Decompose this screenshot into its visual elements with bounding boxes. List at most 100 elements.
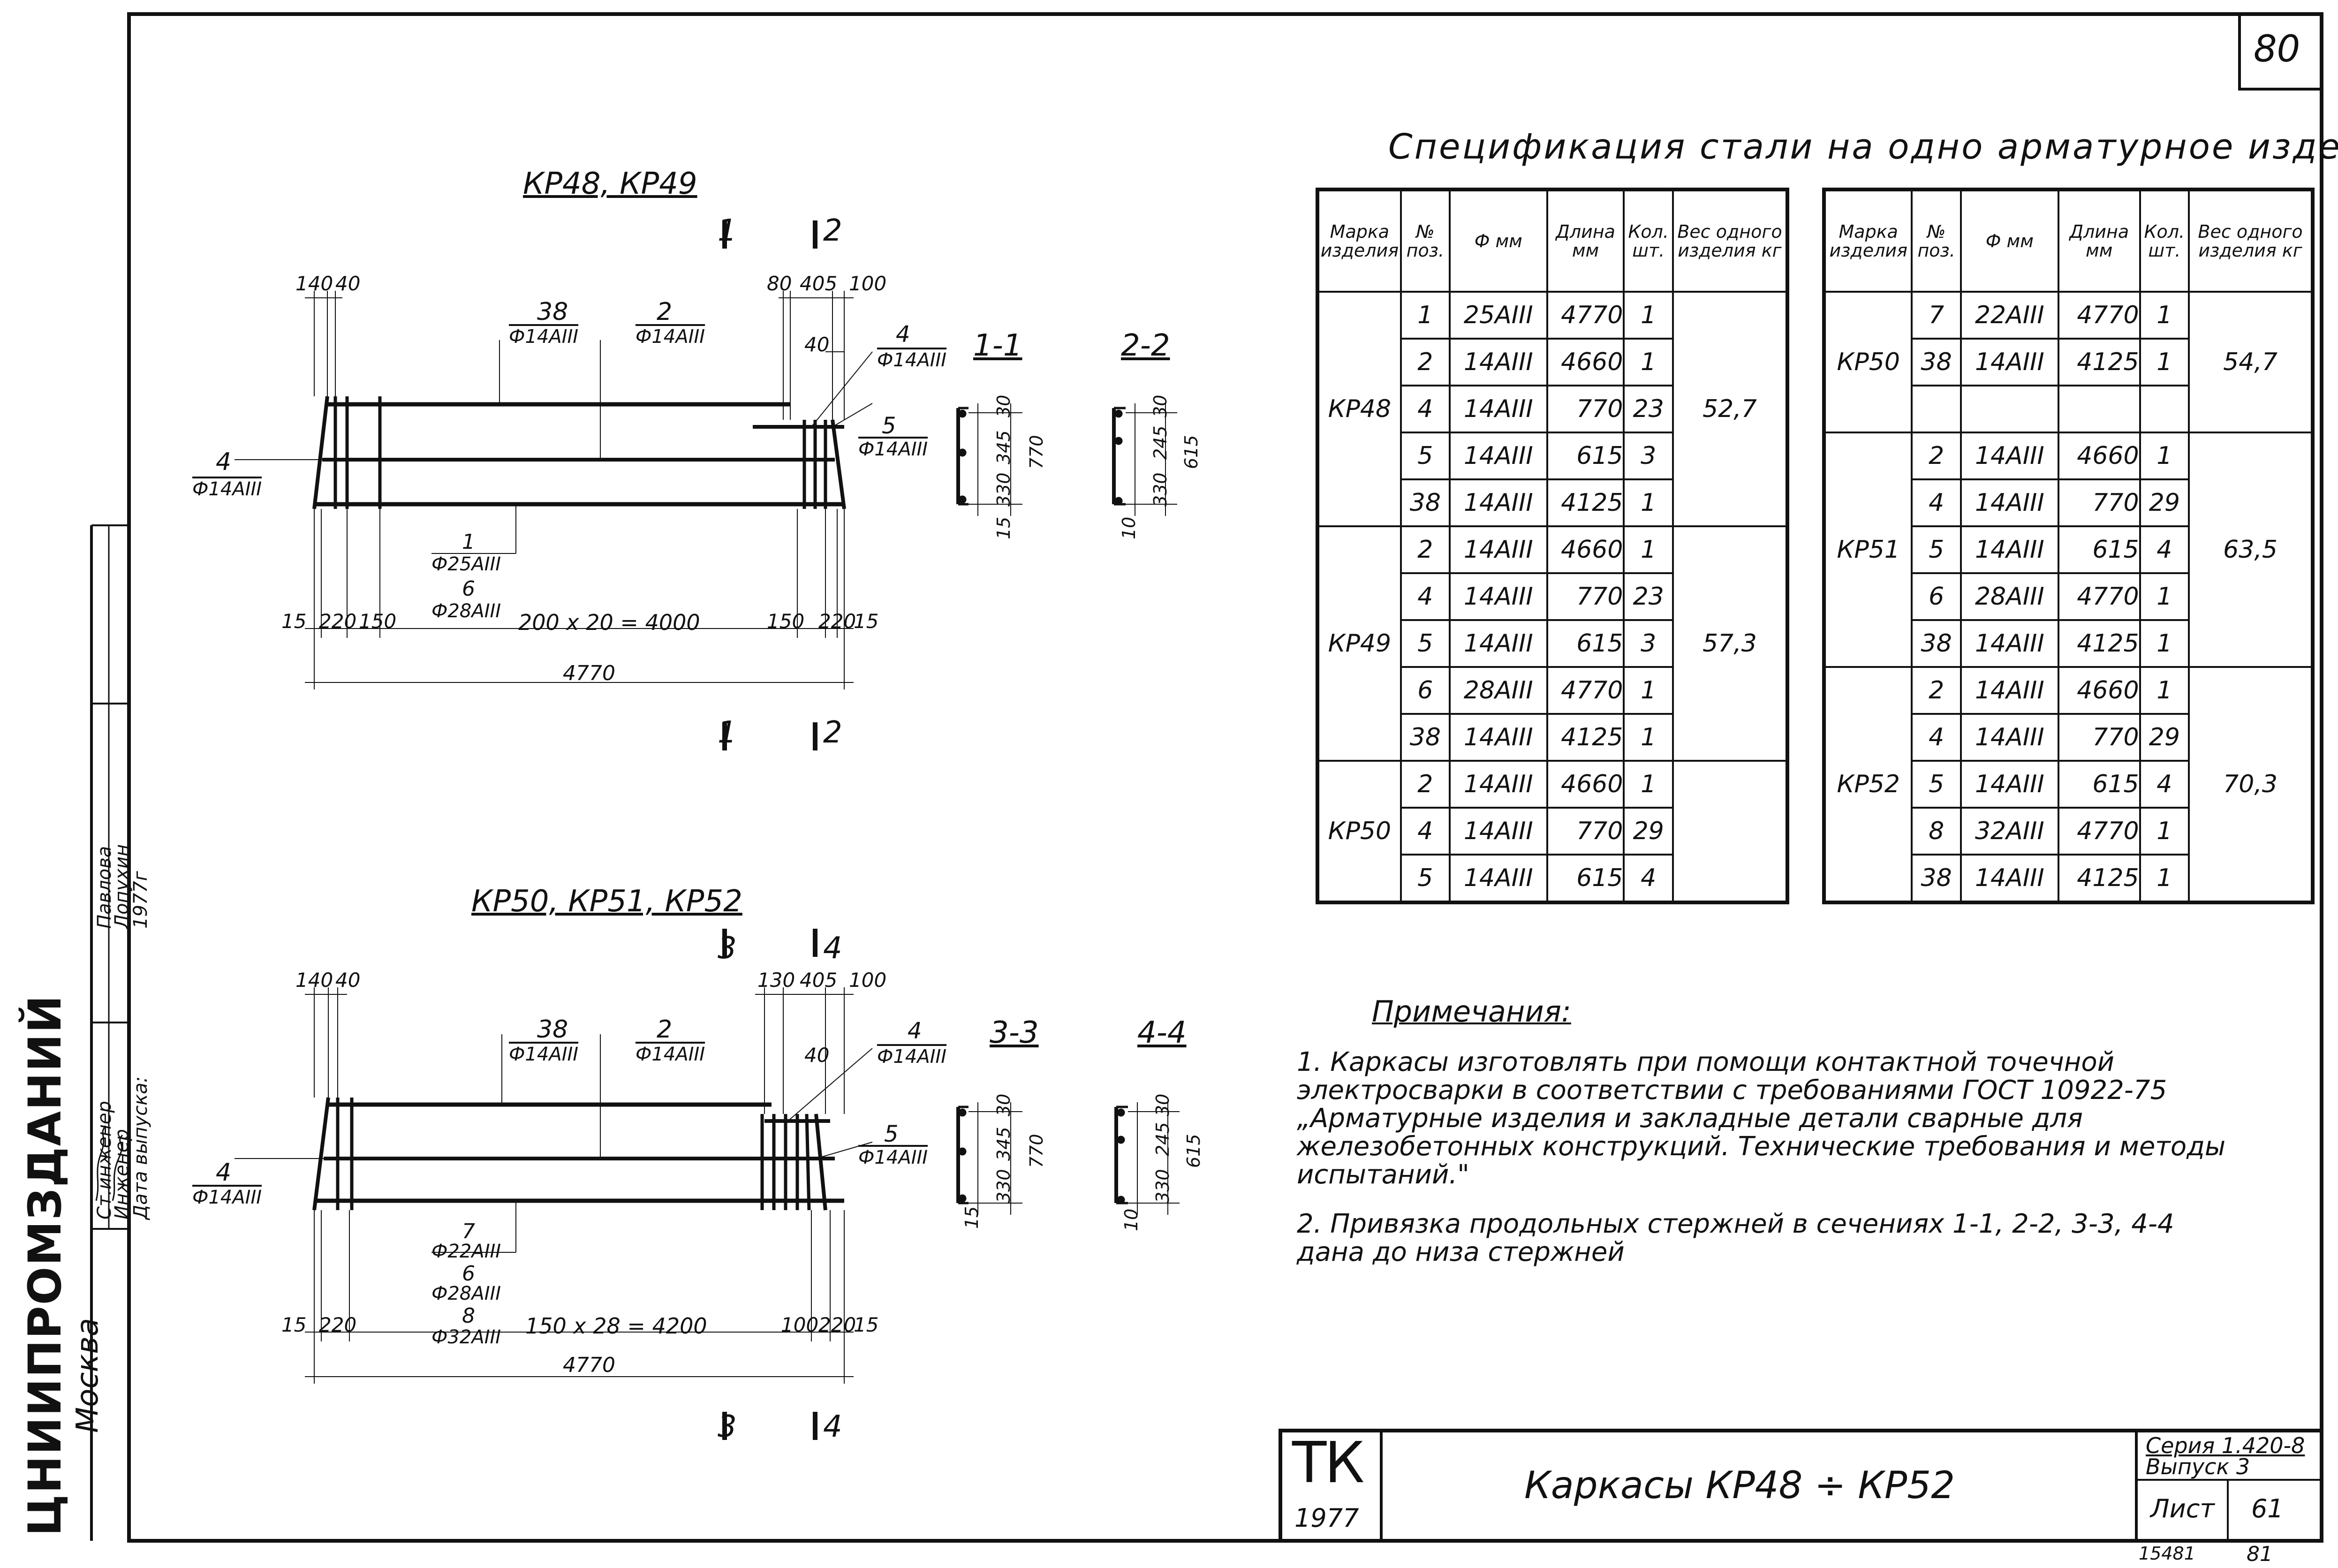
spec-length-cell: 4660 xyxy=(1546,525,1625,574)
spec-table-left: Марка изделия № поз. Ф мм Длина мм Кол. … xyxy=(1316,188,1789,904)
callout-38-dia-b: Ф14АIII xyxy=(509,1044,579,1065)
dim-100-b: 100 xyxy=(849,969,887,992)
section-4-4-dim-10: 10 xyxy=(1121,1208,1142,1231)
section-1-1-dim-30: 30 xyxy=(993,394,1014,417)
stamp-issue: Выпуск 3 xyxy=(2146,1454,2250,1479)
dim-405: 405 xyxy=(800,272,838,295)
spec-qty-cell: 1 xyxy=(1623,666,1674,715)
spec-length-cell: 615 xyxy=(1546,619,1625,668)
callout-4-right-b: 4 xyxy=(908,1018,922,1044)
spec-qty-cell: 1 xyxy=(1623,525,1674,574)
section-3-3-dim-770: 770 xyxy=(1026,1134,1047,1168)
callout-4-left-dia-b: Ф14АIII xyxy=(192,1187,262,1208)
spec-qty-cell: 4 xyxy=(2139,760,2190,809)
spec-pos-cell: 2 xyxy=(1911,432,1962,480)
spec-diameter-cell: 14АIII xyxy=(1960,478,2059,527)
dim-bottom-15: 15 xyxy=(281,610,307,633)
spec-qty-cell: 1 xyxy=(2139,619,2190,668)
header-mark: Марка изделия xyxy=(1317,189,1402,293)
header-weight: Вес одного изделия кг xyxy=(1672,189,1789,293)
spec-diameter-cell: 14АIII xyxy=(1960,666,2059,715)
section-4-4-dim-245: 245 xyxy=(1152,1122,1173,1156)
dim-405-b: 405 xyxy=(800,969,838,992)
spec-diameter-cell: 32АIII xyxy=(1960,807,2059,856)
sheet-number: 80 xyxy=(2254,28,2300,70)
callout-1-dia: Ф25АIII xyxy=(431,553,501,575)
spec-qty-cell: 1 xyxy=(2139,338,2190,386)
callout-5-b: 5 xyxy=(884,1121,899,1147)
section-1-1-dim-330: 330 xyxy=(993,472,1014,507)
spec-mark-cell: КР50 xyxy=(1317,760,1402,903)
header-pos: № поз. xyxy=(1400,189,1451,293)
notes-title: Примечания: xyxy=(1372,994,1571,1029)
callout-2-dia: Ф14АIII xyxy=(636,326,705,348)
spec-diameter-cell: 14АIII xyxy=(1960,760,2059,809)
spec-pos-cell: 5 xyxy=(1400,854,1451,903)
section-3-3-dim-345: 345 xyxy=(993,1127,1014,1161)
stamp-sheet-number: 61 xyxy=(2251,1494,2284,1523)
spec-diameter-cell xyxy=(1960,385,2059,433)
spec-weight-cell xyxy=(1672,760,1789,903)
role-release-date: Дата выпуска: xyxy=(130,1076,151,1220)
spec-diameter-cell: 14АIII xyxy=(1448,385,1548,433)
spec-qty-cell: 1 xyxy=(2139,807,2190,856)
callout-2-dia-b: Ф14АIII xyxy=(636,1044,705,1065)
spec-mark-cell: КР49 xyxy=(1317,525,1402,762)
spec-diameter-cell: 14АIII xyxy=(1960,713,2059,762)
spec-length-cell: 4660 xyxy=(2057,666,2141,715)
spec-qty-cell: 1 xyxy=(1623,291,1674,340)
spec-pos-cell: 1 xyxy=(1400,291,1451,340)
dim-bottom-220-right: 220 xyxy=(818,610,856,633)
spec-qty-cell: 1 xyxy=(1623,713,1674,762)
callout-6-b: 6 xyxy=(462,1262,475,1286)
bottom-sections-drawing xyxy=(956,1102,1180,1215)
section-2-2-dim-245: 245 xyxy=(1150,425,1171,460)
callout-38: 38 xyxy=(537,298,568,326)
dim-bottom-220-right-b: 220 xyxy=(818,1313,856,1336)
dim-total: 4770 xyxy=(563,661,615,685)
org-name: ЦНИИПРОМЗДАНИЙ xyxy=(19,994,71,1536)
spec-pos-cell: 2 xyxy=(1400,338,1451,386)
header-weight: Вес одного изделия кг xyxy=(2188,189,2314,293)
stamp-series: Серия 1.420-8 xyxy=(2146,1433,2305,1458)
header-mark: Марка изделия xyxy=(1823,189,1913,293)
spec-diameter-cell: 25АIII xyxy=(1448,291,1548,340)
section-3-3-dim-15: 15 xyxy=(961,1206,982,1229)
stamp-title: Каркасы КР48 ÷ КР52 xyxy=(1524,1463,1955,1507)
section-1-1-dim-770: 770 xyxy=(1026,435,1047,469)
dim-bottom-100-b: 100 xyxy=(781,1313,819,1336)
spec-length-cell: 4770 xyxy=(2057,807,2141,856)
spec-qty-cell: 3 xyxy=(1623,619,1674,668)
dim-40-right: 40 xyxy=(804,333,830,356)
spec-diameter-cell: 14АIII xyxy=(1448,713,1548,762)
dim-bottom-15-right: 15 xyxy=(854,610,879,633)
spec-qty-cell: 1 xyxy=(1623,760,1674,809)
spec-diameter-cell: 14АIII xyxy=(1448,807,1548,856)
callout-2: 2 xyxy=(657,298,673,326)
section-2-2-dim-10: 10 xyxy=(1119,516,1139,539)
dim-bottom-span: 200 x 20 = 4000 xyxy=(518,610,700,635)
dim-total-b: 4770 xyxy=(563,1353,615,1377)
callout-8-b: 8 xyxy=(462,1304,475,1328)
spec-pos-cell: 2 xyxy=(1400,760,1451,809)
section-2-2-label: 2-2 xyxy=(1121,328,1170,363)
spec-diameter-cell: 14АIII xyxy=(1960,854,2059,903)
spec-diameter-cell: 28АIII xyxy=(1960,572,2059,621)
spec-qty-cell: 1 xyxy=(2139,854,2190,903)
spec-qty-cell: 29 xyxy=(1623,807,1674,856)
dim-80: 80 xyxy=(767,272,792,295)
spec-diameter-cell: 14АIII xyxy=(1448,525,1548,574)
spec-length-cell: 4125 xyxy=(1546,713,1625,762)
spec-length-cell: 4125 xyxy=(2057,338,2141,386)
